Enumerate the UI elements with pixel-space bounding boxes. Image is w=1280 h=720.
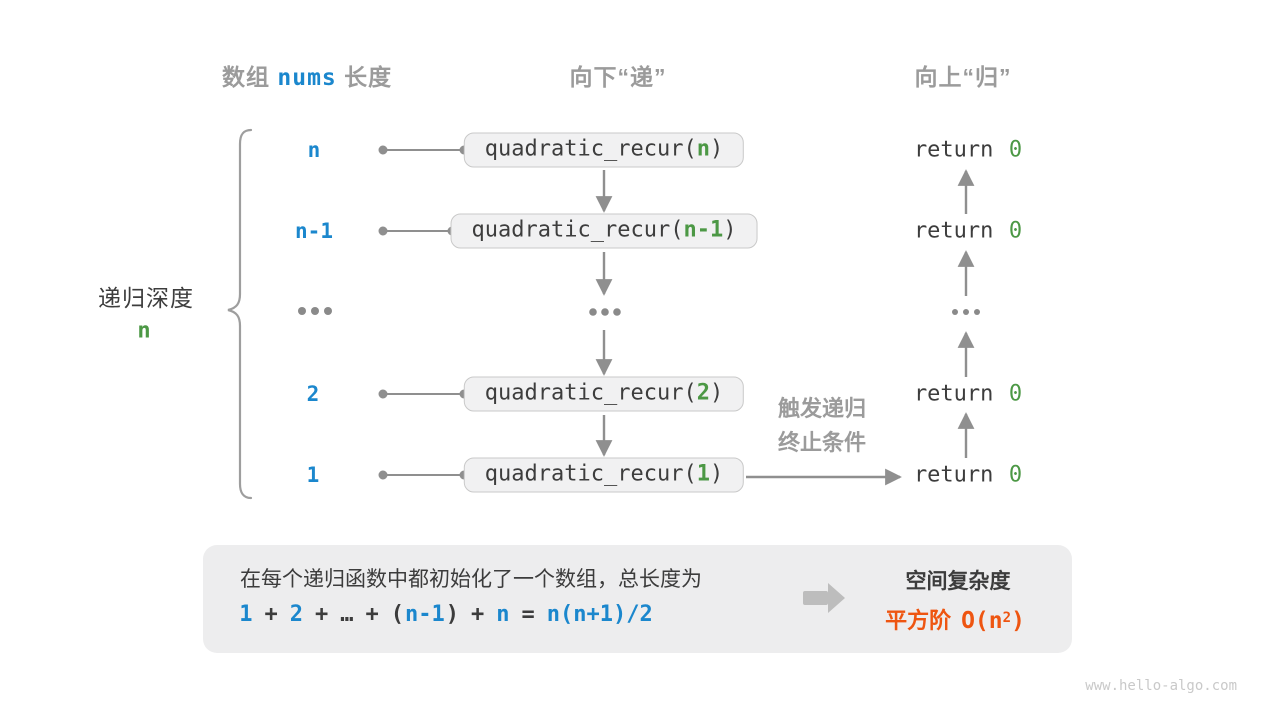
call-box-1: quadratic_recur(1): [463, 457, 745, 493]
big-o-notation: O(n2): [961, 608, 1025, 634]
call-param: 1: [696, 461, 710, 487]
header-array-code: nums: [277, 65, 337, 91]
call-prefix: quadratic_recur(: [484, 461, 697, 487]
formula-token: n-1: [405, 602, 445, 627]
watermark: www.hello-algo.com: [1085, 678, 1237, 694]
formula-token: +: [471, 602, 485, 627]
return-value: 0: [1008, 137, 1023, 163]
call-box-n: quadratic_recur(n): [463, 132, 745, 168]
call-box-n-1: quadratic_recur(n-1): [450, 213, 758, 249]
complexity-order-label: 平方阶: [885, 608, 952, 633]
return-keyword: return: [913, 381, 994, 407]
formula-token: …: [340, 602, 354, 627]
return-value: 0: [1008, 381, 1023, 407]
formula-token: =: [521, 602, 535, 627]
summary-panel: [203, 545, 1072, 653]
return-cell: return 0: [914, 463, 1022, 488]
formula-token: +: [365, 602, 379, 627]
return-keyword: return: [913, 218, 994, 244]
formula-token: n(n+1)/2: [546, 602, 653, 627]
summary-formula: 1 +2 + … + (n-1) + n = n(n+1)/2: [233, 602, 658, 627]
return-keyword: return: [913, 137, 994, 163]
formula-token: n: [496, 602, 510, 627]
call-prefix: quadratic_recur(: [484, 380, 697, 406]
header-array-suffix: 长度: [336, 64, 393, 90]
return-value: 0: [1008, 462, 1023, 488]
call-close: ): [723, 217, 737, 243]
call-close: ): [709, 380, 724, 406]
call-param: 2: [696, 380, 710, 406]
return-cell: return 0: [914, 382, 1022, 407]
return-value: 0: [1008, 218, 1023, 244]
size-label-2: 2: [306, 382, 320, 406]
size-label-1: 1: [306, 463, 320, 487]
ellipsis-dots-right: [952, 309, 980, 315]
call-param: n-1: [683, 217, 724, 243]
base-case-line1: 触发递归: [777, 396, 867, 421]
formula-token: +: [315, 602, 329, 627]
ellipsis-dots-left: [298, 307, 332, 315]
label-box-connectors: [378, 145, 469, 480]
ellipsis-dots-middle: [589, 308, 621, 316]
depth-value: n: [137, 318, 151, 344]
size-label-n: n: [307, 138, 321, 162]
call-box-2: quadratic_recur(2): [463, 376, 745, 412]
return-cell: return 0: [914, 219, 1022, 244]
formula-token: (: [390, 602, 405, 627]
call-param: n: [696, 136, 710, 162]
header-array-length: 数组 nums 长度: [222, 58, 392, 92]
call-prefix: quadratic_recur(: [471, 217, 684, 243]
return-keyword: return: [913, 462, 994, 488]
formula-token: 2: [289, 602, 304, 627]
complexity-title: 空间复杂度: [905, 570, 1011, 593]
formula-token: ): [445, 602, 460, 627]
header-up-return: 向上“归”: [914, 64, 1012, 90]
header-down-recur: 向下“递”: [569, 64, 667, 90]
formula-token: +: [264, 602, 278, 627]
base-case-line2: 终止条件: [777, 430, 867, 455]
base-case-note: 触发递归 终止条件: [778, 392, 866, 460]
return-cell: return 0: [914, 138, 1022, 163]
complexity-value: 平方阶 O(n2): [885, 603, 1025, 635]
formula-token: 1: [239, 602, 253, 627]
summary-text: 在每个递归函数中都初始化了一个数组，总长度为: [240, 568, 702, 591]
call-close: ): [709, 136, 724, 162]
header-array-prefix: 数组: [222, 64, 278, 90]
size-label-n-1: n-1: [295, 219, 333, 243]
depth-brace-icon: [227, 128, 253, 500]
call-prefix: quadratic_recur(: [484, 136, 697, 162]
depth-label: 递归深度: [98, 285, 194, 311]
call-close: ): [709, 461, 724, 487]
implies-arrow-icon: [803, 583, 845, 613]
